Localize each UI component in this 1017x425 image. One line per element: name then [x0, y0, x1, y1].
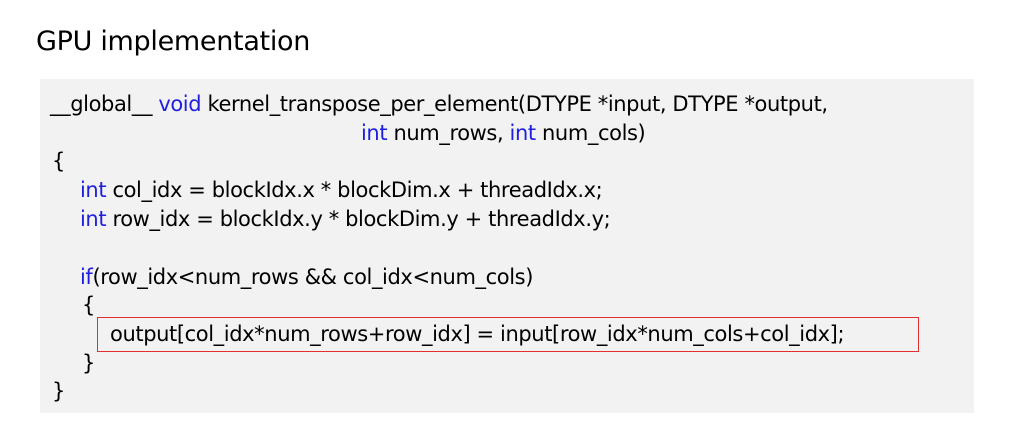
- code-close-brace: }: [52, 379, 65, 403]
- code-function-signature: kernel_transpose_per_element(DTYPE *inpu…: [201, 92, 828, 116]
- highlight-box: [97, 317, 919, 352]
- code-block: [40, 79, 974, 413]
- code-open-brace: {: [52, 149, 65, 173]
- code-col-idx-statement: col_idx = blockIdx.x * blockDim.x + thre…: [106, 178, 603, 202]
- keyword-int: int: [80, 178, 107, 202]
- keyword-int: int: [80, 207, 107, 231]
- code-line-col-idx: int col_idx = blockIdx.x * blockDim.x + …: [80, 177, 603, 203]
- code-line-if: if(row_idx<num_rows && col_idx<num_cols): [80, 264, 533, 290]
- keyword-int: int: [361, 121, 388, 145]
- code-inner-open-brace: {: [82, 293, 95, 317]
- code-row-idx-statement: row_idx = blockIdx.y * blockDim.y + thre…: [106, 207, 611, 231]
- code-global-qualifier: __global__: [50, 92, 159, 116]
- slide-title: GPU implementation: [36, 26, 311, 57]
- code-if-condition: (row_idx<num_rows && col_idx<num_cols): [92, 265, 533, 289]
- code-line-signature: __global__ void kernel_transpose_per_ele…: [50, 91, 828, 117]
- keyword-if: if: [80, 265, 93, 289]
- code-param-num-cols: num_cols): [535, 121, 646, 145]
- code-param-num-rows: num_rows,: [387, 121, 510, 145]
- code-inner-close-brace: }: [82, 351, 95, 375]
- code-line-row-idx: int row_idx = blockIdx.y * blockDim.y + …: [80, 206, 611, 232]
- keyword-void: void: [158, 92, 202, 116]
- keyword-int: int: [509, 121, 537, 145]
- code-line-params: int num_rows, int num_cols): [361, 120, 646, 146]
- code-line-assignment: output[col_idx*num_rows+row_idx] = input…: [110, 322, 845, 346]
